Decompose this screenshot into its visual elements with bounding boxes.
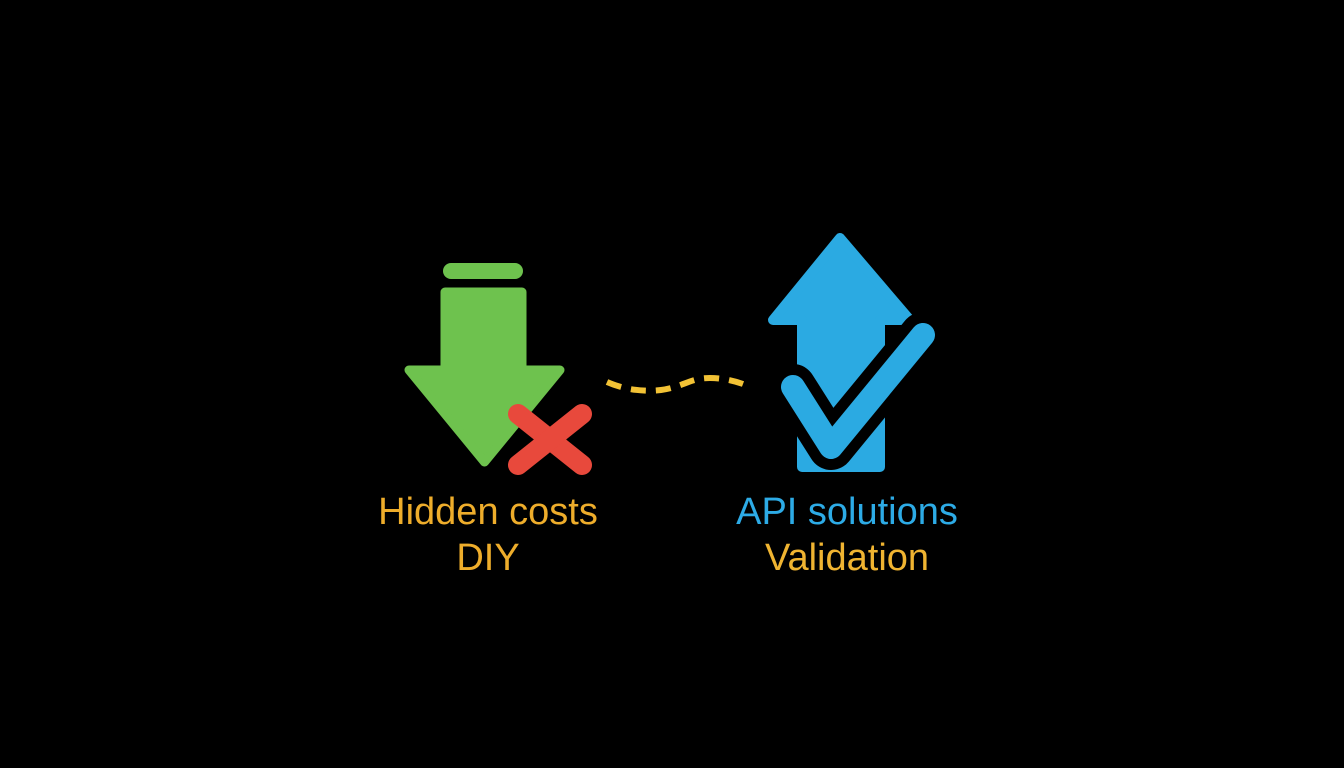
cross-stroke-2 — [508, 404, 592, 475]
down-arrow-top-bar — [443, 263, 523, 279]
check-icon — [770, 312, 946, 470]
up-arrow-with-check-icon — [768, 233, 946, 472]
right-item-label: API solutions Validation — [677, 489, 1017, 581]
dashed-connector-path — [605, 374, 745, 394]
cross-icon — [508, 404, 592, 475]
left-item-label-line2: DIY — [456, 537, 520, 579]
left-item-label-line1: Hidden costs — [378, 491, 598, 533]
dashed-connector — [605, 374, 745, 394]
left-item-label: Hidden costs DIY — [318, 489, 658, 581]
check-stroke — [781, 323, 935, 459]
right-item-label-line2: Validation — [764, 537, 930, 579]
right-item-label-line1: API solutions — [736, 491, 958, 533]
down-arrow-with-cross-icon — [404, 263, 592, 475]
